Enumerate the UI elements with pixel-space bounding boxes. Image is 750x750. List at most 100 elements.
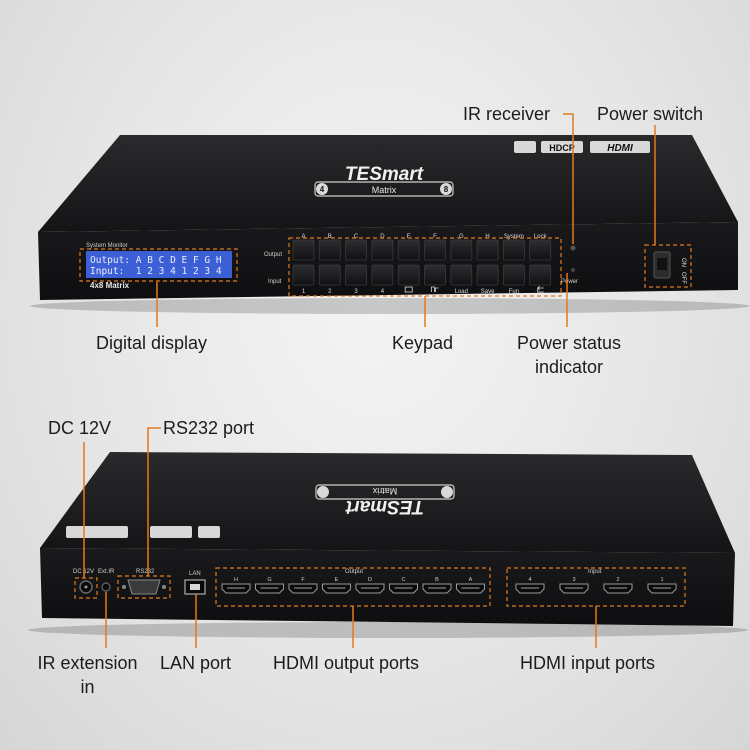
keypad-key-g[interactable] bbox=[450, 239, 473, 261]
keypad-key-a[interactable] bbox=[292, 239, 315, 261]
ext-ir-jack[interactable] bbox=[101, 582, 111, 592]
callout-hdmi-input-ports: HDMI input ports bbox=[520, 653, 656, 673]
hdmi-input-port-3[interactable]: 3 bbox=[559, 577, 589, 594]
back-model-badge: Matrix bbox=[372, 486, 397, 496]
hdmi-output-port-g[interactable]: G bbox=[255, 577, 284, 594]
hdmi-port-label: H bbox=[234, 577, 238, 583]
callout-lines bbox=[83, 113, 656, 648]
front-badge-hdmi: HDMI bbox=[607, 143, 633, 154]
hdmi-output-port-d[interactable]: D bbox=[355, 577, 385, 594]
keypad-key-1[interactable] bbox=[292, 264, 315, 286]
keypad-key-c[interactable] bbox=[345, 239, 368, 261]
rs232-label: RS232 bbox=[136, 569, 155, 575]
hdmi-port-label: E bbox=[335, 577, 339, 583]
output-group-label: Output bbox=[345, 569, 363, 575]
hdmi-input-port-2[interactable]: 2 bbox=[603, 577, 633, 594]
hdmi-port-label: D bbox=[368, 577, 372, 583]
keypad-key-label: B bbox=[328, 234, 332, 240]
hdmi-input-ports: 4 3 2 1 bbox=[515, 577, 677, 594]
callout-ir-extension-line1: IR extension bbox=[37, 653, 138, 673]
front-logo bbox=[314, 181, 454, 197]
hdmi-input-port-1[interactable]: 1 bbox=[647, 577, 677, 594]
hdmi-output-port-f[interactable]: F bbox=[288, 577, 318, 594]
ir-receiver-window bbox=[570, 245, 576, 251]
ext-ir-label: Ext.IR bbox=[98, 569, 115, 575]
keypad-key-e[interactable] bbox=[397, 239, 420, 261]
keypad-row-output-label: Output bbox=[264, 252, 282, 258]
front-unit: TESmart Matrix 4 8 HDCP HDMI System Moni… bbox=[30, 135, 750, 314]
hdmi-output-port-c[interactable]: C bbox=[389, 577, 418, 594]
callout-digital-display: Digital display bbox=[96, 333, 208, 353]
input-group-label: Input bbox=[588, 569, 602, 575]
keypad-key-3[interactable] bbox=[345, 264, 368, 286]
keypad-key-f[interactable] bbox=[424, 239, 446, 261]
keypad-key-fun[interactable] bbox=[502, 264, 525, 286]
callout-ir-receiver: IR receiver bbox=[463, 104, 551, 124]
keypad-key-d[interactable] bbox=[371, 239, 394, 261]
hdmi-input-port-4[interactable]: 4 bbox=[515, 577, 545, 594]
hdmi-port-label: G bbox=[267, 577, 271, 583]
keypad-key-load[interactable] bbox=[450, 264, 473, 286]
callout-keypad: Keypad bbox=[392, 333, 454, 353]
keypad-key-display[interactable] bbox=[397, 264, 420, 286]
front-badge-hdcp: HDCP bbox=[549, 143, 575, 153]
keypad-key-label: 2 bbox=[328, 289, 332, 295]
keypad-key-label: 4 bbox=[381, 289, 385, 295]
hdmi-port-label: F bbox=[301, 577, 305, 583]
hdmi-port-label: 1 bbox=[660, 577, 663, 583]
callout-power-status: Power status indicator bbox=[505, 332, 633, 378]
keypad-key-copy[interactable] bbox=[424, 264, 446, 286]
power-led bbox=[571, 268, 575, 272]
lcd-model-label: 4x8 Matrix bbox=[90, 281, 130, 290]
front-brand: TESmart bbox=[345, 164, 424, 185]
callout-hdmi-output-ports: HDMI output ports bbox=[273, 653, 420, 673]
callout-ir-extension-line2: in bbox=[80, 677, 95, 697]
return-icon bbox=[537, 285, 544, 293]
hdmi-output-port-e[interactable]: E bbox=[322, 577, 351, 594]
dc-highlight bbox=[74, 577, 98, 599]
callout-rs232-port: RS232 port bbox=[163, 418, 255, 438]
back-unit: TESmart Matrix DC 12V Ext.IR RS232 LAN O… bbox=[28, 452, 748, 638]
keypad-key-label: Load bbox=[455, 289, 468, 295]
switch-on-label: ON bbox=[680, 258, 686, 267]
callout-ir-extension: IR extension in bbox=[30, 652, 145, 698]
keypad-key-2[interactable] bbox=[318, 264, 341, 286]
front-top-face bbox=[38, 135, 738, 232]
lcd-screen bbox=[86, 251, 232, 278]
keypad-key-label: Lock bbox=[534, 234, 548, 240]
back-logo: TESmart Matrix bbox=[315, 484, 455, 517]
keypad-key-back[interactable] bbox=[529, 264, 552, 286]
hdmi-port-label: 3 bbox=[572, 577, 575, 583]
switch-off-label: OFF bbox=[680, 272, 686, 284]
keypad-key-label: D bbox=[380, 234, 385, 240]
keypad-row-input-label: Input bbox=[268, 279, 282, 285]
keypad-key-system[interactable] bbox=[502, 239, 525, 261]
back-badges bbox=[66, 526, 220, 538]
hdmi-port-label: 2 bbox=[616, 577, 619, 583]
callout-lan-port: LAN port bbox=[160, 653, 232, 673]
keypad-key-h[interactable] bbox=[476, 239, 499, 261]
system-monitor-label: System Monitor bbox=[86, 243, 128, 249]
lan-label: LAN bbox=[189, 571, 201, 577]
back-brand: TESmart bbox=[345, 496, 424, 517]
copy-icon bbox=[431, 286, 439, 292]
keypad-key-label: Save bbox=[481, 289, 495, 295]
keypad-key-label: H bbox=[485, 234, 489, 240]
keypad-key-label: F bbox=[433, 234, 437, 240]
keypad-key-b[interactable] bbox=[318, 239, 341, 261]
callout-dc-12v: DC 12V bbox=[48, 418, 112, 438]
lcd-input-line: Input: 1 2 3 4 1 2 3 4 bbox=[90, 266, 222, 277]
callout-power-status-line2: indicator bbox=[534, 357, 604, 377]
keypad-key-4[interactable] bbox=[371, 264, 394, 286]
rs232-highlight bbox=[117, 575, 171, 599]
keypad-key-label: A bbox=[301, 234, 305, 240]
keypad-key-save[interactable] bbox=[476, 264, 499, 286]
keypad-key-lock[interactable] bbox=[529, 239, 552, 261]
rs232-connector[interactable] bbox=[127, 579, 161, 595]
hdmi-output-port-a[interactable]: A bbox=[456, 577, 485, 594]
hdmi-output-port-b[interactable]: B bbox=[422, 577, 452, 594]
callout-power-status-line1: Power status bbox=[516, 333, 622, 353]
hdmi-output-port-h[interactable]: H bbox=[221, 577, 251, 594]
